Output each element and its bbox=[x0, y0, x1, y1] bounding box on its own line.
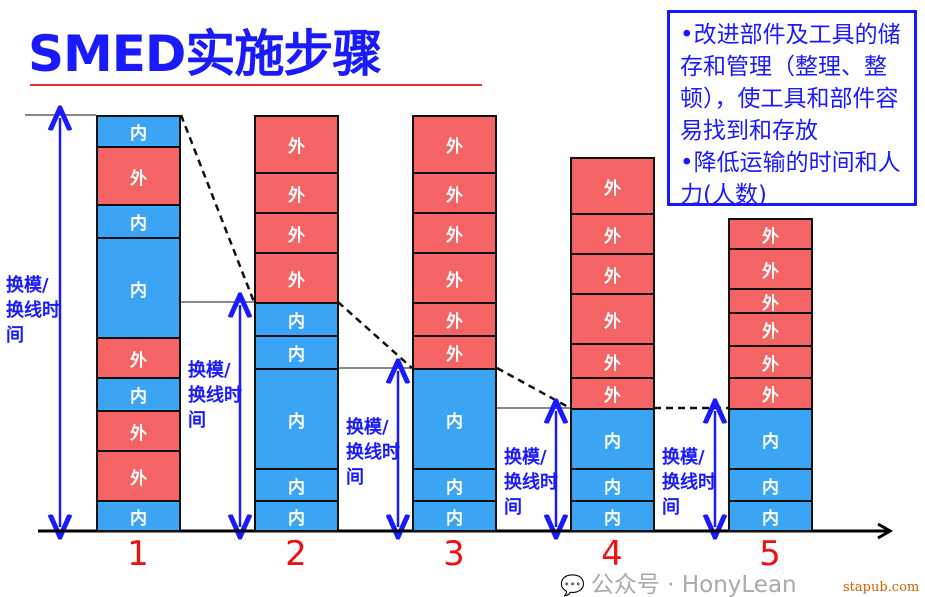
external-segment: 外 bbox=[570, 343, 655, 379]
external-segment: 外 bbox=[254, 172, 339, 214]
internal-segment: 内 bbox=[254, 368, 339, 470]
external-segment: 外 bbox=[412, 302, 497, 337]
note-line: •降低运输的时间和人力(人数) bbox=[680, 150, 901, 208]
internal-segment: 内 bbox=[728, 468, 813, 502]
changeover-time-label: 换模/换线时间 bbox=[188, 360, 242, 431]
note-box: •改进部件及工具的储存和管理（整理、整顿），使工具和部件容易找到和存放 •降低运… bbox=[667, 10, 917, 208]
external-segment: 外 bbox=[96, 410, 181, 452]
wechat-icon: 💬 bbox=[560, 573, 585, 597]
step-number: 5 bbox=[759, 534, 781, 574]
external-segment: 外 bbox=[728, 288, 813, 314]
external-segment: 外 bbox=[570, 213, 655, 255]
internal-segment: 内 bbox=[570, 500, 655, 532]
step-number: 4 bbox=[601, 534, 623, 574]
changeover-time-label: 换模/换线时间 bbox=[504, 447, 558, 518]
external-segment: 外 bbox=[96, 450, 181, 502]
watermark-text: 公众号 · HonyLean bbox=[590, 572, 797, 597]
changeover-time-label: 换模/换线时间 bbox=[346, 417, 400, 488]
external-segment: 外 bbox=[728, 218, 813, 250]
changeover-time-label: 换模/换线时间 bbox=[662, 447, 716, 518]
external-segment: 外 bbox=[96, 146, 181, 206]
internal-segment: 内 bbox=[570, 408, 655, 470]
external-segment: 外 bbox=[412, 172, 497, 214]
internal-segment: 内 bbox=[96, 204, 181, 239]
internal-segment: 内 bbox=[412, 468, 497, 502]
watermark: 💬 公众号 · HonyLean bbox=[560, 573, 797, 597]
internal-segment: 内 bbox=[96, 115, 181, 148]
external-segment: 外 bbox=[254, 252, 339, 304]
internal-segment: 内 bbox=[96, 500, 181, 532]
external-segment: 外 bbox=[570, 157, 655, 215]
internal-segment: 内 bbox=[254, 500, 339, 532]
internal-segment: 内 bbox=[570, 468, 655, 502]
internal-segment: 内 bbox=[728, 500, 813, 532]
page-title: SMED实施步骤 bbox=[28, 25, 382, 83]
external-segment: 外 bbox=[570, 293, 655, 345]
changeover-time-label: 换模/换线时间 bbox=[6, 275, 60, 346]
external-segment: 外 bbox=[254, 115, 339, 174]
external-segment: 外 bbox=[728, 345, 813, 379]
note-line: •改进部件及工具的储存和管理（整理、整顿），使工具和部件容易找到和存放 bbox=[680, 22, 901, 144]
internal-segment: 内 bbox=[96, 377, 181, 412]
external-segment: 外 bbox=[412, 252, 497, 304]
duration-arrows bbox=[60, 118, 715, 527]
external-segment: 外 bbox=[412, 115, 497, 174]
external-segment: 外 bbox=[96, 337, 181, 379]
internal-segment: 内 bbox=[412, 500, 497, 532]
internal-segment: 内 bbox=[254, 335, 339, 370]
external-segment: 外 bbox=[570, 253, 655, 295]
step-number: 3 bbox=[443, 534, 465, 574]
internal-segment: 内 bbox=[254, 468, 339, 502]
step-number: 1 bbox=[127, 534, 149, 574]
internal-segment: 内 bbox=[412, 368, 497, 470]
step-number: 2 bbox=[285, 534, 307, 574]
external-segment: 外 bbox=[728, 248, 813, 290]
external-segment: 外 bbox=[728, 377, 813, 410]
external-segment: 外 bbox=[570, 377, 655, 410]
internal-segment: 内 bbox=[728, 408, 813, 470]
internal-segment: 内 bbox=[96, 237, 181, 339]
internal-segment: 内 bbox=[254, 302, 339, 337]
external-segment: 外 bbox=[412, 335, 497, 370]
site-label: stapub.com bbox=[843, 580, 920, 595]
title-underline bbox=[30, 84, 482, 86]
external-segment: 外 bbox=[728, 312, 813, 347]
external-segment: 外 bbox=[412, 212, 497, 254]
external-segment: 外 bbox=[254, 212, 339, 254]
